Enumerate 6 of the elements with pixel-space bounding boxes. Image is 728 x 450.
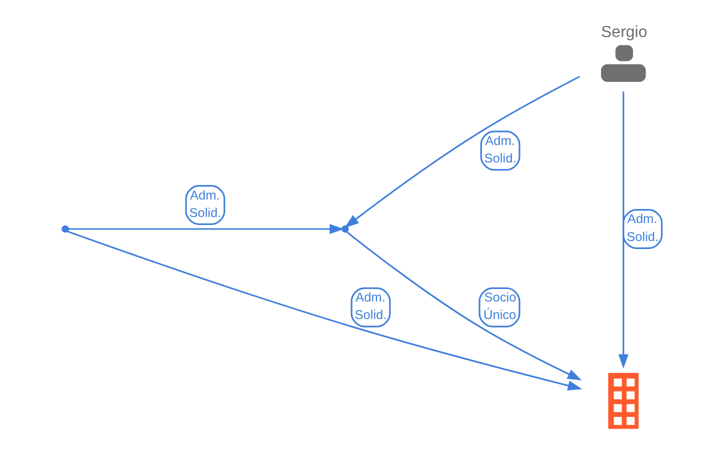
edge-label: Adm. Solid. (188, 187, 221, 220)
node-label: Sergio (600, 24, 647, 42)
edge-label: Adm. Solid. (484, 132, 516, 166)
edge-label: Adm. Solid. (354, 290, 386, 322)
edge-label: Adm. Solid. (626, 211, 658, 244)
edge-label: Socio Único (482, 290, 516, 322)
